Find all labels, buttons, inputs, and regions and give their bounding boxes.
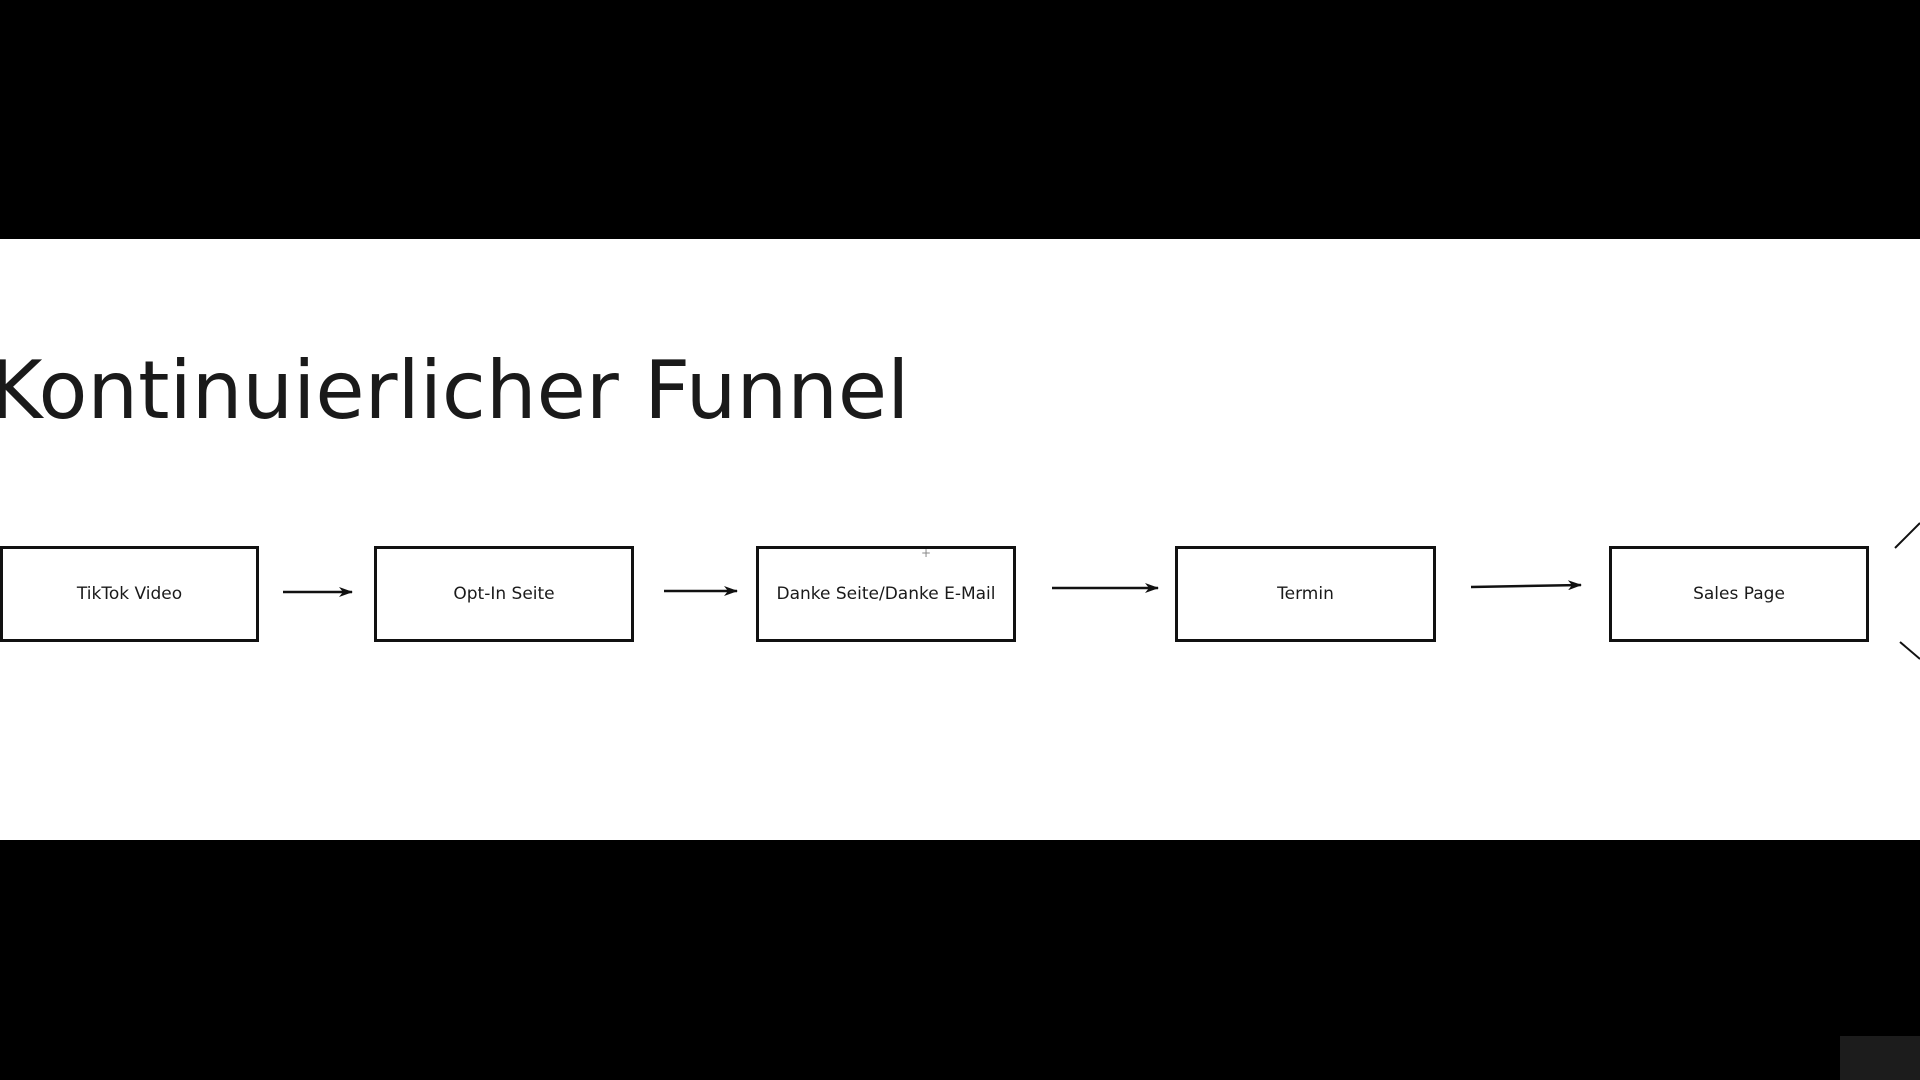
branch-connector-partial: [1894, 522, 1920, 660]
connector-arrow-4: [1470, 580, 1582, 591]
funnel-step-label: Termin: [1277, 584, 1334, 604]
diagram-canvas: Kontinuierlicher Funnel TikTok Video Opt…: [0, 239, 1920, 840]
diagram-title: Kontinuierlicher Funnel: [0, 344, 910, 437]
funnel-step-label: TikTok Video: [76, 584, 183, 604]
funnel-step-termin: Termin: [1175, 546, 1436, 642]
connector-layer: [283, 522, 1920, 660]
funnel-step-label: Danke Seite/Danke E-Mail: [776, 584, 996, 604]
corner-thumbnail: [1840, 1036, 1920, 1080]
funnel-step-opt-in-seite: Opt-In Seite: [374, 546, 634, 642]
funnel-step-sales-page: Sales Page: [1609, 546, 1869, 642]
funnel-step-danke-seite: Danke Seite/Danke E-Mail: [756, 546, 1016, 642]
funnel-step-tiktok-video: TikTok Video: [0, 546, 259, 642]
cursor-crosshair-icon: +: [921, 546, 932, 560]
funnel-step-label: Sales Page: [1693, 584, 1785, 604]
funnel-step-label: Opt-In Seite: [453, 584, 555, 604]
